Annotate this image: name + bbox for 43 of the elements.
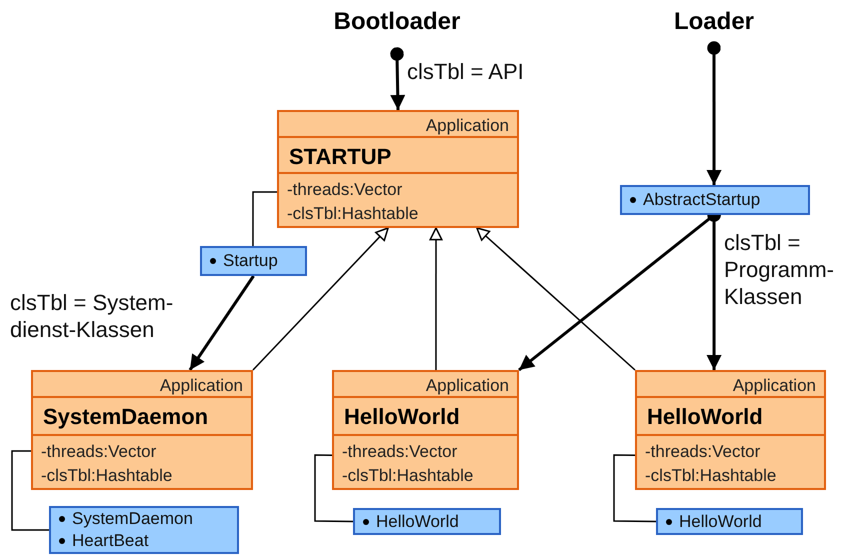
stereotype-text: Application — [334, 372, 517, 398]
connector-line — [11, 450, 49, 531]
object-box — [656, 508, 803, 535]
class-box — [277, 110, 519, 228]
object-box — [49, 506, 239, 554]
attribute-text: -clsTbl:Hashtable — [41, 465, 174, 487]
object-name: SystemDaemon — [72, 508, 193, 530]
connector-line — [314, 454, 354, 522]
object-name: AbstractStartup — [643, 189, 760, 211]
attribute-text: -clsTbl:Hashtable — [342, 465, 474, 487]
arrow — [476, 227, 636, 371]
arrow — [188, 275, 255, 371]
object-name: HelloWorld — [376, 510, 459, 532]
class-name: SystemDaemon — [33, 398, 251, 436]
object-name: Startup — [223, 250, 278, 272]
attribute-text: -threads:Vector — [287, 179, 404, 201]
attribute-text: -threads:Vector — [41, 441, 158, 463]
connector-line — [252, 191, 277, 246]
component-title: Loader — [664, 8, 764, 40]
stereotype-text: Application — [33, 372, 251, 398]
connector-line — [613, 454, 656, 522]
class-box — [31, 370, 253, 490]
component-title: Bootloader — [322, 8, 472, 40]
stereotype-text: Application — [637, 372, 824, 398]
arrow — [390, 47, 406, 110]
class-name: STARTUP — [279, 138, 517, 174]
arrow — [706, 41, 722, 185]
object-box — [620, 185, 810, 215]
attribute-text: -clsTbl:Hashtable — [287, 203, 420, 225]
class-name: HelloWorld — [637, 398, 824, 436]
arrow — [252, 227, 389, 371]
class-name: HelloWorld — [334, 398, 517, 436]
class-box — [332, 370, 519, 490]
attribute-text: -threads:Vector — [342, 441, 458, 463]
class-box — [635, 370, 826, 490]
object-box — [200, 246, 307, 276]
arrow — [429, 227, 443, 370]
object-box — [353, 508, 501, 535]
object-name: HelloWorld — [679, 510, 762, 532]
object-name: HeartBeat — [72, 530, 149, 552]
attribute-text: -threads:Vector — [645, 441, 762, 463]
attribute-text: -clsTbl:Hashtable — [645, 465, 778, 487]
stereotype-text: Application — [279, 112, 517, 138]
